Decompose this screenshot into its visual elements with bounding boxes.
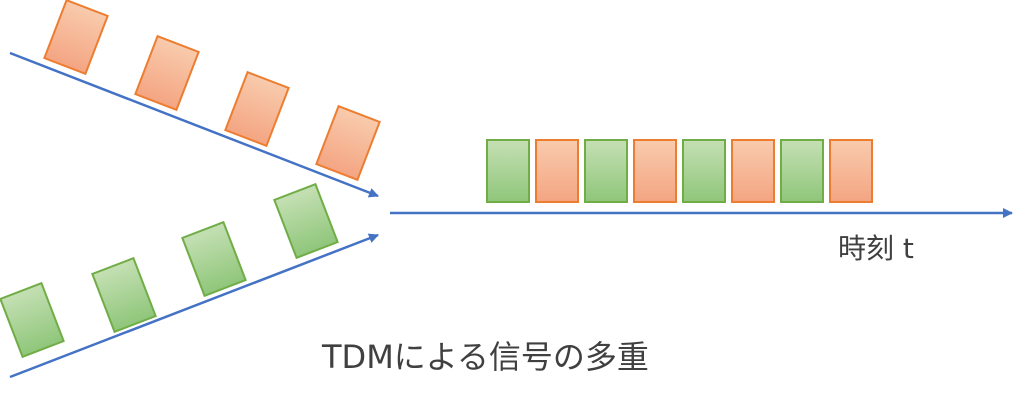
orange-stream-arrow: [9, 51, 379, 198]
green-packet: [181, 220, 247, 298]
mux-orange-packet: [829, 139, 873, 203]
green-packet: [273, 182, 339, 260]
time-axis-label: 時刻 t: [838, 232, 914, 265]
mux-orange-packet: [535, 139, 579, 203]
orange-packet: [315, 104, 381, 182]
mux-green-packet: [682, 139, 726, 203]
orange-packet: [134, 34, 200, 112]
green-stream-arrow: [9, 233, 379, 379]
mux-green-packet: [486, 139, 530, 203]
orange-input-stream: [9, 0, 381, 198]
mux-green-packet: [584, 139, 628, 203]
green-packet: [91, 256, 157, 334]
green-packet: [0, 281, 65, 359]
mux-orange-packet: [731, 139, 775, 203]
orange-packet: [224, 70, 290, 148]
diagram-caption: TDMによる信号の多重: [321, 338, 649, 376]
orange-packet: [43, 0, 109, 76]
mux-green-packet: [780, 139, 824, 203]
green-input-stream: [0, 182, 379, 379]
multiplexed-output: 時刻 t: [390, 139, 1013, 265]
mux-orange-packet: [633, 139, 677, 203]
